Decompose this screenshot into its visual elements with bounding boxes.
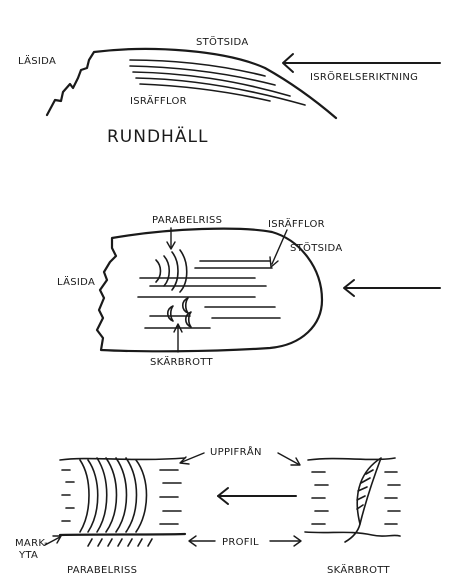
israfflor-pointer — [269, 229, 288, 268]
bedrock-outline — [95, 227, 324, 353]
label-stotsida-plan: STÖTSIDA — [290, 241, 343, 254]
label-stotsida: STÖTSIDA — [196, 35, 249, 48]
roche-moutonnee-profile — [45, 47, 338, 120]
label-israfflor-plan: ISRÄFFLOR — [268, 217, 325, 230]
skarbrott-block — [304, 457, 401, 543]
label-lasida-plan: LÄSIDA — [57, 275, 95, 288]
crescentic-fracture-marks — [166, 297, 192, 328]
label-lasida: LÄSIDA — [18, 54, 56, 67]
profil-pointers — [188, 535, 302, 547]
striation-lines-plan — [137, 260, 281, 329]
ice-flow-arrow — [282, 53, 441, 73]
ice-flow-arrow-plan — [343, 279, 441, 297]
label-parabelriss-detail: PARABELRISS — [67, 565, 137, 576]
parabelriss-pointer — [166, 227, 176, 250]
panel-rundhall: LÄSIDA STÖTSIDA ISRÖRELSERIKTNING ISRÄFF… — [18, 35, 441, 147]
label-profil: PROFIL — [222, 537, 259, 548]
parabelriss-block — [58, 457, 187, 547]
label-skarbrott-detail: SKÄRBROTT — [327, 563, 391, 576]
label-uppifran: UPPIFRÅN — [210, 445, 262, 458]
parabolic-crack-marks — [155, 249, 188, 293]
label-markyta-2: YTA — [18, 550, 38, 561]
label-israfflor: ISRÄFFLOR — [130, 94, 187, 107]
panel-plan-view: PARABELRISS ISRÄFFLOR STÖTSIDA LÄSIDA SK… — [57, 215, 441, 368]
uppifran-pointers — [179, 452, 301, 466]
label-skarbrott-plan: SKÄRBROTT — [150, 355, 214, 368]
striation-lines — [129, 59, 306, 106]
markyta-pointer — [44, 535, 62, 546]
skarbrott-pointer — [173, 323, 183, 353]
label-rundhall: RUNDHÄLL — [107, 126, 208, 147]
ice-flow-arrow-detail — [217, 487, 297, 505]
label-parabelriss: PARABELRISS — [152, 215, 222, 226]
panel-detail: UPPIFRÅN PROFIL MARK- YTA PARABELRISS SK… — [15, 445, 401, 576]
label-markyta-1: MARK- — [15, 538, 48, 549]
label-isrorelseriktning: ISRÖRELSERIKTNING — [310, 70, 418, 83]
